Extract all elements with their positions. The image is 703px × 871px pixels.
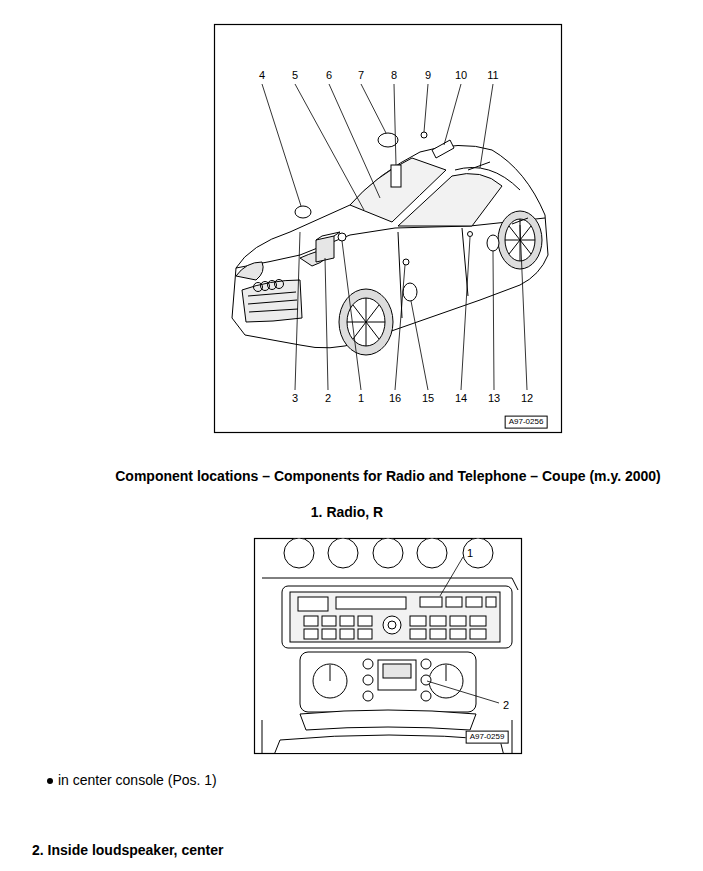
callout-number: 7 [357,69,365,81]
dashboard-drawing [262,538,518,753]
callout-number: 9 [424,69,432,81]
figure-caption: Component locations – Components for Rad… [115,469,661,484]
section-heading: 2. Inside loudspeaker, center [32,843,223,858]
callout-number: 4 [258,69,266,81]
callout-number: 11 [486,69,499,81]
callout-number: 15 [421,392,435,404]
figure-reference: A97-0256 [505,416,548,429]
figure-reference: A97-0259 [466,731,509,744]
note-text: in center console (Pos. 1) [58,773,217,788]
section-heading: 1. Radio, R [311,505,383,520]
callout-number: 1 [357,392,365,404]
callout-number: 6 [325,69,333,81]
callout-number: 14 [454,392,468,404]
callout-number: 13 [487,392,501,404]
car-drawing [232,132,548,355]
figure-frame [255,539,522,754]
callout-number: 3 [291,392,299,404]
callout-number: 8 [390,69,398,81]
leader-lines [262,84,527,390]
callout-number: 16 [388,392,402,404]
callout-number: 5 [291,69,299,81]
callout-number: 12 [520,392,534,404]
leader-lines [427,557,499,703]
figure-frame [215,25,562,433]
callout-number: 2 [502,699,510,711]
bullet [47,778,53,784]
callout-number: 2 [324,392,332,404]
callout-number: 1 [466,547,474,559]
callout-number: 10 [454,69,468,81]
